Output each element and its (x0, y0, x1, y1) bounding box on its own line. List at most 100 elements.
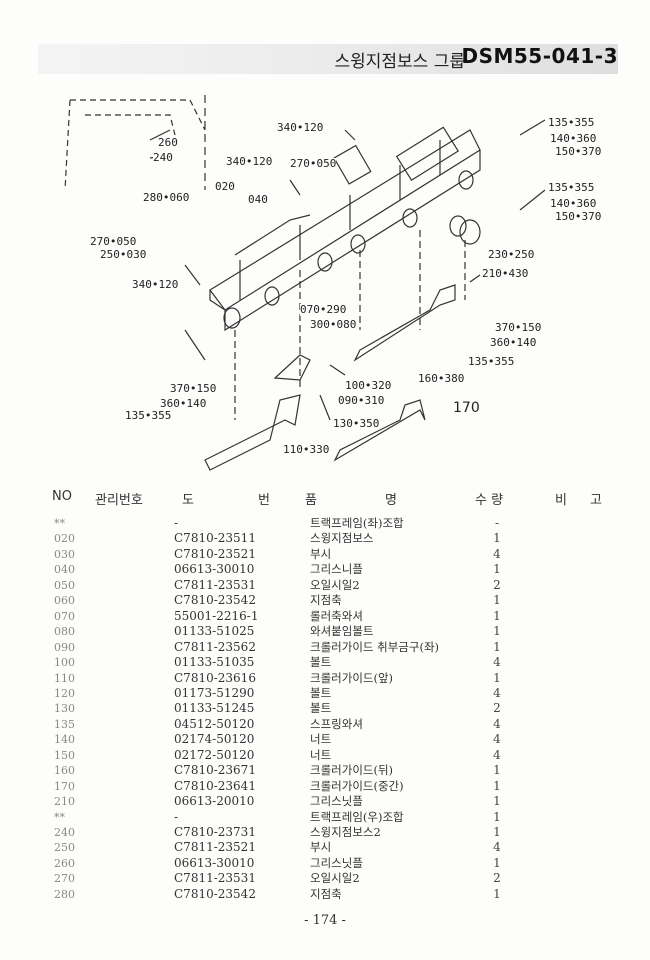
part-number: C7810-23731 (174, 825, 256, 839)
part-number: 01173-51290 (174, 685, 255, 700)
callout-label: 270•050 (290, 157, 337, 170)
quantity: 2 (493, 871, 501, 886)
part-number: 06613-20010 (174, 794, 255, 809)
part-name: 너트 (310, 732, 332, 747)
callout-label: 340•120 (226, 155, 273, 168)
quantity: 4 (493, 685, 501, 700)
part-name: 볼트 (310, 701, 332, 716)
callout-label: 135•355 (468, 355, 515, 368)
item-number: ** (54, 517, 65, 530)
item-number: 100 (54, 656, 75, 670)
quantity: 1 (493, 562, 501, 577)
callout-label: 150•370 (555, 210, 602, 223)
callout-label: 210•430 (482, 267, 529, 280)
part-number: C7810-23671 (174, 763, 256, 778)
part-number: C7810-23542 (174, 886, 256, 901)
callout-label: 300•080 (310, 318, 357, 331)
quantity: 2 (493, 701, 501, 716)
quantity: 1 (493, 825, 501, 839)
callout-label: 140•360 (550, 197, 597, 210)
part-number: C7811-23562 (174, 639, 256, 654)
part-number: - (174, 516, 179, 530)
quantity: 1 (493, 794, 501, 809)
callout-label: 340•120 (277, 121, 324, 134)
callout-label: 090•310 (338, 394, 385, 407)
quantity: 1 (493, 593, 501, 608)
part-name: 크롤러가이드 취부금구(좌) (310, 639, 440, 654)
part-name: 트랙프레임(좌)조합 (310, 516, 404, 530)
part-number: - (174, 809, 179, 824)
quantity: 4 (493, 655, 501, 670)
part-number: C7811-23531 (174, 871, 256, 886)
part-name: 오일시일2 (310, 871, 360, 886)
callout-label: 140•360 (550, 132, 597, 145)
callout-label: 100•320 (345, 379, 392, 392)
callout-label: 135•355 (125, 409, 172, 422)
page-number: - 174 - (304, 913, 346, 928)
callout-label: 340•120 (132, 278, 179, 291)
col-header-drawing-1: 도 (182, 493, 194, 508)
col-header-no: NO (52, 489, 72, 504)
part-name: 오일시일2 (310, 577, 360, 592)
item-number: 040 (54, 563, 75, 577)
col-header-name-2: 명 (385, 493, 397, 508)
part-name: 부시 (310, 546, 332, 561)
part-number: C7811-23531 (174, 577, 256, 592)
callout-label: 160•380 (418, 372, 465, 385)
quantity: 1 (493, 855, 501, 870)
part-name: 부시 (310, 840, 332, 855)
item-number: 090 (54, 640, 75, 654)
item-number: 020 (54, 532, 75, 546)
item-number: 060 (54, 594, 75, 608)
callout-label: 370•150 (495, 321, 542, 334)
quantity: 1 (493, 531, 501, 546)
callout-label: 360•140 (160, 397, 207, 410)
part-name: 볼트 (310, 655, 332, 670)
header-band (38, 44, 618, 74)
quantity: 2 (493, 577, 501, 592)
part-name: 스윙지점보스 (310, 531, 374, 546)
callout-label: 040 (248, 193, 268, 206)
callout-label: 280•060 (143, 191, 190, 204)
quantity: 1 (493, 608, 501, 623)
part-number: 01133-51245 (174, 701, 255, 716)
quantity: 4 (493, 546, 501, 561)
part-number: C7810-23542 (174, 593, 256, 608)
item-number: 140 (54, 733, 75, 747)
item-number: 110 (54, 671, 75, 685)
part-name: 크롤러가이드(뒤) (310, 763, 394, 778)
quantity: - (494, 516, 500, 530)
quantity: 1 (493, 778, 501, 793)
quantity: 1 (493, 763, 501, 778)
part-name: 스윙지점보스2 (310, 825, 381, 839)
table-row: ** - 트랙프레임(좌)조합 - (0, 516, 650, 531)
callout-label: 170 (453, 400, 480, 416)
quantity: 4 (493, 840, 501, 855)
part-number: 06613-30010 (174, 562, 255, 577)
part-number: 01133-51025 (174, 624, 255, 639)
col-header-name-1: 품 (305, 493, 317, 508)
callout-label: 135•355 (548, 181, 595, 194)
part-number: 02172-50120 (174, 747, 255, 762)
callout-label: 250•030 (100, 248, 147, 261)
col-header-qty: 수 량 (475, 493, 504, 508)
part-name: 그리스닛플 (310, 855, 363, 870)
item-number: 080 (54, 625, 75, 639)
part-name: 스프링와셔 (310, 716, 363, 731)
